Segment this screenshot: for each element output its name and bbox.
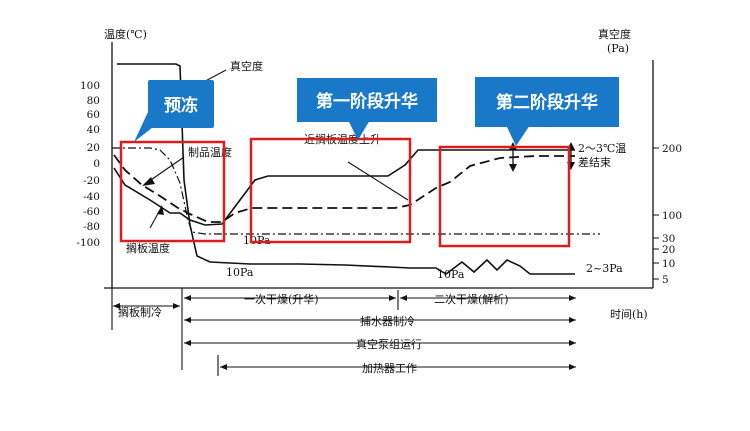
secondary-drying-callout [475, 77, 619, 127]
phase-arrow [184, 340, 191, 346]
product-temp-arrowhead [142, 177, 155, 186]
left-tick-label: 80 [87, 95, 100, 107]
right-axis-label-line2: (Pa) [607, 42, 629, 55]
left-tick-label: -40 [83, 191, 100, 203]
end-label-line2: 差结束 [578, 155, 611, 169]
sublimation-trend-line [347, 161, 409, 201]
left-tick-label: -80 [83, 221, 100, 233]
end-label-line1: 2～3℃温 [578, 142, 626, 155]
phase-arrow [569, 317, 576, 323]
phase-label-shelf-cooling: 搁板制冷 [118, 305, 162, 319]
primary-drying-callout-pointer [348, 120, 370, 140]
right-axis-ticks: 200 100 30 20 10 5 [653, 143, 682, 286]
precooling-callout-label: 预冻 [164, 95, 198, 116]
vacuum-curve [117, 63, 575, 275]
right-tick-label: 20 [662, 244, 675, 256]
phase-arrow [220, 364, 227, 370]
pressure-annotation: 10Pa [437, 268, 465, 281]
phase-arrow [113, 303, 120, 309]
phase-arrow [569, 295, 576, 301]
product-temperature-curve [113, 154, 575, 223]
phase-arrow [569, 364, 576, 370]
primary-drying-callout-label: 第一阶段升华 [316, 91, 418, 112]
shelf-temperature-curve [113, 149, 575, 226]
left-tick-label: 20 [87, 142, 100, 154]
shelf-temperature-label: 搁板温度 [126, 241, 170, 255]
left-tick-label: 40 [87, 124, 100, 136]
left-axis-label: 温度(℃) [104, 27, 147, 41]
phase-arrow [389, 295, 396, 301]
pressure-annotation: 10Pa [226, 266, 254, 279]
phase-label-vacuum-pump: 真空泵组运行 [356, 337, 422, 351]
right-axis-label-line1: 真空度 [598, 27, 631, 41]
x-axis-label: 时间(h) [610, 308, 648, 321]
left-axis-ticks: 100 80 60 40 20 0 -20 -40 -60 -80 -100 [76, 80, 100, 249]
phase-label-heater: 加热器工作 [362, 362, 417, 375]
shelf-temp-arrowhead [157, 205, 164, 215]
right-tick-label: 5 [662, 274, 669, 286]
phase-label-condenser-cooling: 捕水器制冷 [360, 314, 415, 328]
phase-arrow [400, 295, 407, 301]
vacuum-label: 真空度 [230, 59, 263, 73]
left-tick-label: -100 [76, 237, 100, 249]
left-tick-label: 100 [80, 80, 100, 92]
precooling-highlight-box [119, 140, 226, 243]
primary-drying-highlight-box [249, 137, 412, 244]
secondary-drying-callout-pointer [506, 125, 530, 146]
pressure-annotation: 10Pa [243, 234, 271, 247]
phase-arrow [184, 317, 191, 323]
left-tick-label: 60 [87, 109, 100, 121]
right-tick-label: 200 [662, 143, 682, 155]
left-tick-label: -60 [83, 206, 100, 218]
product-temperature-label: 制品温度 [188, 145, 232, 159]
precooling-callout-pointer [134, 112, 162, 142]
right-tick-label: 30 [662, 233, 675, 245]
left-tick-label: 0 [93, 158, 100, 170]
condenser-temperature-curve [112, 147, 600, 235]
product-temp-arrow [147, 156, 185, 183]
right-tick-label: 10 [662, 258, 675, 270]
left-tick-label: -20 [83, 175, 100, 187]
pressure-annotation: 2~3Pa [586, 262, 623, 275]
primary-drying-callout [297, 78, 437, 122]
phase-label-secondary-drying: 二次干燥(解析) [434, 292, 509, 306]
phase-arrow [184, 295, 191, 301]
end-marker-left-head-bottom [509, 164, 517, 172]
precooling-callout [148, 80, 214, 128]
phase-label-primary-drying: 一次干燥(升华) [244, 292, 319, 306]
right-tick-label: 100 [662, 210, 682, 222]
phase-arrow [173, 303, 180, 309]
phase-arrow [569, 340, 576, 346]
secondary-drying-callout-label: 第二阶段升华 [496, 92, 598, 113]
secondary-drying-highlight-box [438, 145, 571, 248]
